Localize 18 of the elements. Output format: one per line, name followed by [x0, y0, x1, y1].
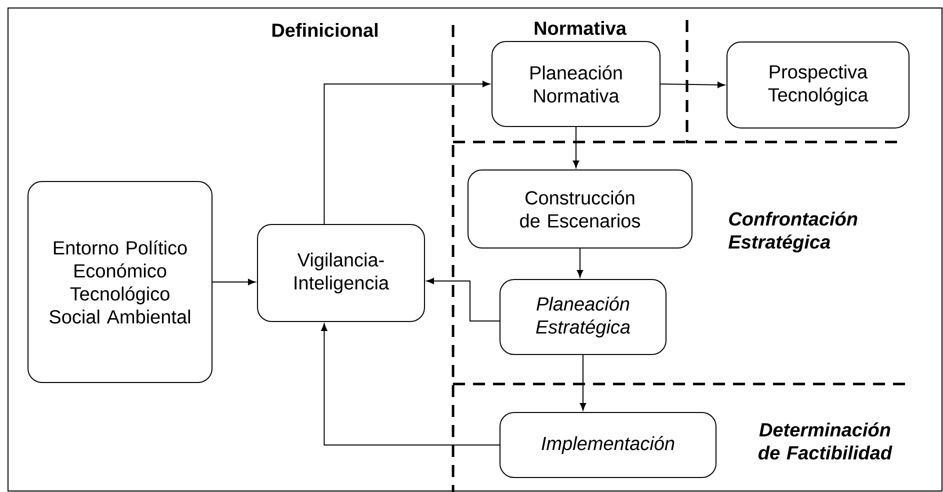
arrow — [576, 248, 584, 278]
process-box: Construcción de Escenarios — [468, 170, 692, 248]
region-label: Definicional — [272, 23, 378, 37]
region-label: Confrontación Estratégica — [728, 212, 858, 252]
process-box: Entorno Político Económico Tecnológico Social Ambiental — [28, 181, 212, 383]
process-box: Planeación Estratégica — [500, 279, 666, 355]
arrow — [580, 354, 586, 410]
arrow — [321, 323, 500, 446]
region-label: Determinación de Factibilidad — [758, 422, 892, 460]
process-box: Planeación Normativa — [492, 41, 660, 127]
arrow — [572, 126, 580, 168]
process-box: Prospectiva Tecnológica — [726, 42, 910, 128]
process-box: Implementación — [500, 412, 716, 478]
arrow — [212, 278, 256, 286]
arrow — [426, 278, 500, 322]
arrow — [324, 80, 490, 224]
arrow — [660, 82, 725, 88]
process-box: Vigilancia- Inteligencia — [257, 224, 425, 322]
